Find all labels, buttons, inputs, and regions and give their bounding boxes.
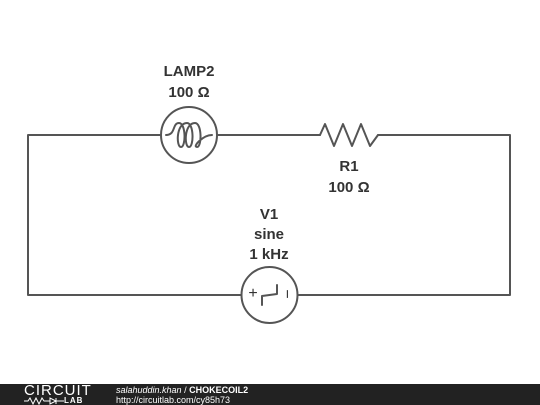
footer-bar: CIRCUIT LAB salahuddin.khan / CHOKECOIL2… bbox=[0, 382, 540, 405]
circuitlab-logo-text: CIRCUIT bbox=[24, 382, 92, 399]
resistor-name-label: R1 bbox=[339, 158, 359, 175]
author-link[interactable]: salahuddin.khan bbox=[116, 385, 182, 395]
source-plus-sign: + bbox=[248, 285, 258, 302]
source-frequency-label: 1 kHz bbox=[249, 246, 289, 263]
source-type-label: sine bbox=[253, 226, 284, 243]
resistor-symbol[interactable] bbox=[319, 123, 379, 147]
circuit-schematic bbox=[27, 106, 511, 324]
circuit-url-link[interactable]: http://circuitlab.com/cy85h73 bbox=[116, 395, 231, 405]
credit-separator: / bbox=[181, 385, 190, 395]
circuitlab-logo-icon bbox=[24, 397, 64, 405]
lamp-value-label: 100 Ω bbox=[168, 84, 210, 101]
circuitlab-logo-subtext: LAB bbox=[64, 396, 84, 405]
lamp-name-label: LAMP2 bbox=[163, 63, 215, 80]
resistor-value-label: 100 Ω bbox=[328, 179, 370, 196]
wire-top-left bbox=[27, 134, 242, 296]
voltage-source-symbol[interactable] bbox=[240, 266, 299, 324]
footer-credit: salahuddin.khan / CHOKECOIL2 bbox=[116, 385, 248, 395]
source-name-label: V1 bbox=[259, 206, 279, 223]
lamp-symbol[interactable] bbox=[160, 106, 218, 164]
wire-top-right bbox=[297, 134, 511, 296]
circuit-title: CHOKECOIL2 bbox=[189, 385, 249, 395]
source-minus-sign: − bbox=[278, 289, 295, 299]
